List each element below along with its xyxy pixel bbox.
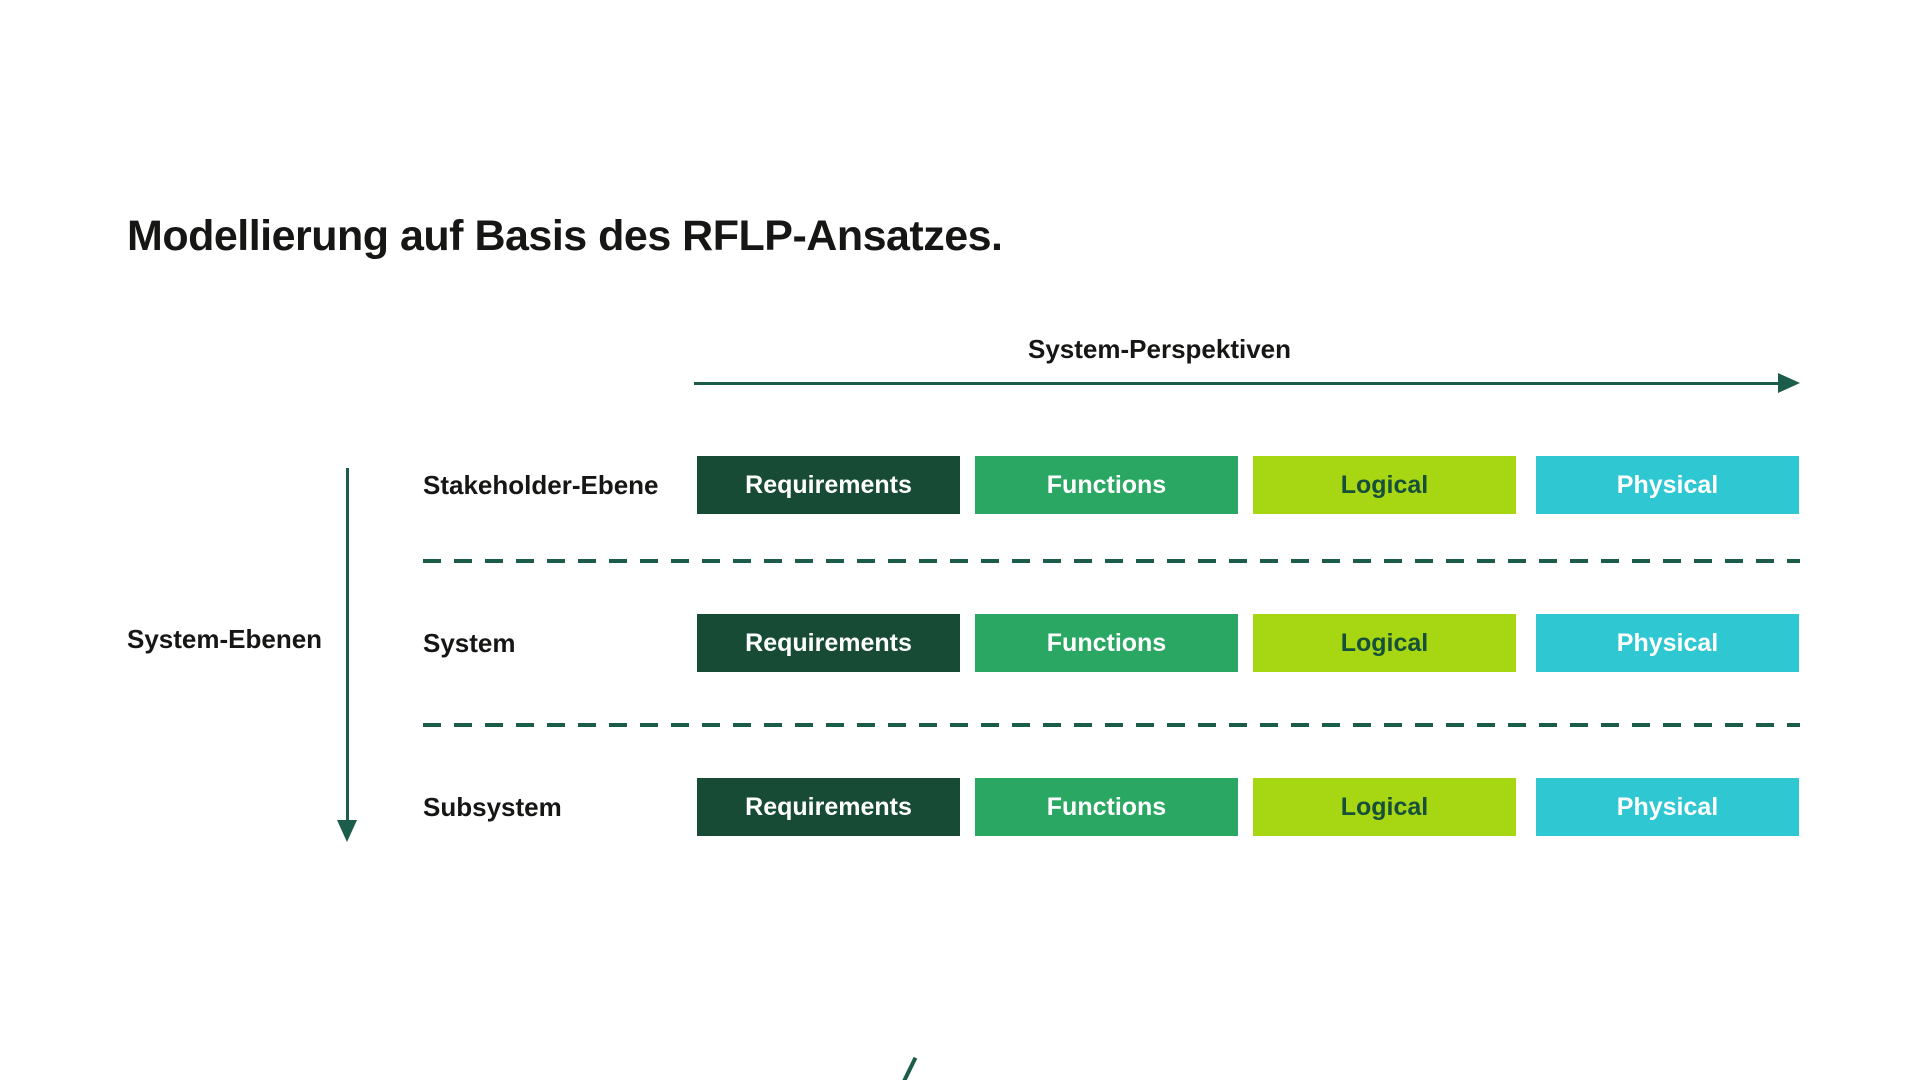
rflp-box-physical: Physical [1536, 456, 1799, 514]
rflp-box-functions: Functions [975, 778, 1238, 836]
rflp-box-functions: Functions [975, 614, 1238, 672]
vertical-axis-label: System-Ebenen [127, 624, 323, 654]
down-arrow-icon [337, 820, 357, 842]
rflp-box-requirements: Requirements [697, 614, 960, 672]
vertical-axis-arrow-line [346, 468, 349, 820]
row-label-stakeholder-ebene: Stakeholder-Ebene [423, 470, 659, 500]
rflp-box-physical: Physical [1536, 614, 1799, 672]
horizontal-axis-arrow-line [694, 382, 1780, 385]
rflp-box-logical: Logical [1253, 614, 1516, 672]
horizontal-axis-label: System-Perspektiven [1028, 334, 1292, 364]
rflp-box-requirements: Requirements [697, 456, 960, 514]
row-label-subsystem: Subsystem [423, 792, 562, 822]
rflp-box-requirements: Requirements [697, 778, 960, 836]
right-arrow-icon [1778, 373, 1800, 393]
rflp-box-functions: Functions [975, 456, 1238, 514]
row-separator [423, 723, 1800, 727]
rflp-box-logical: Logical [1253, 778, 1516, 836]
rflp-box-logical: Logical [1253, 456, 1516, 514]
logo-slash-icon [898, 1056, 918, 1080]
row-label-system: System [423, 628, 516, 658]
page-title: Modellierung auf Basis des RFLP-Ansatzes… [127, 212, 1003, 260]
row-separator [423, 559, 1800, 563]
rflp-box-physical: Physical [1536, 778, 1799, 836]
